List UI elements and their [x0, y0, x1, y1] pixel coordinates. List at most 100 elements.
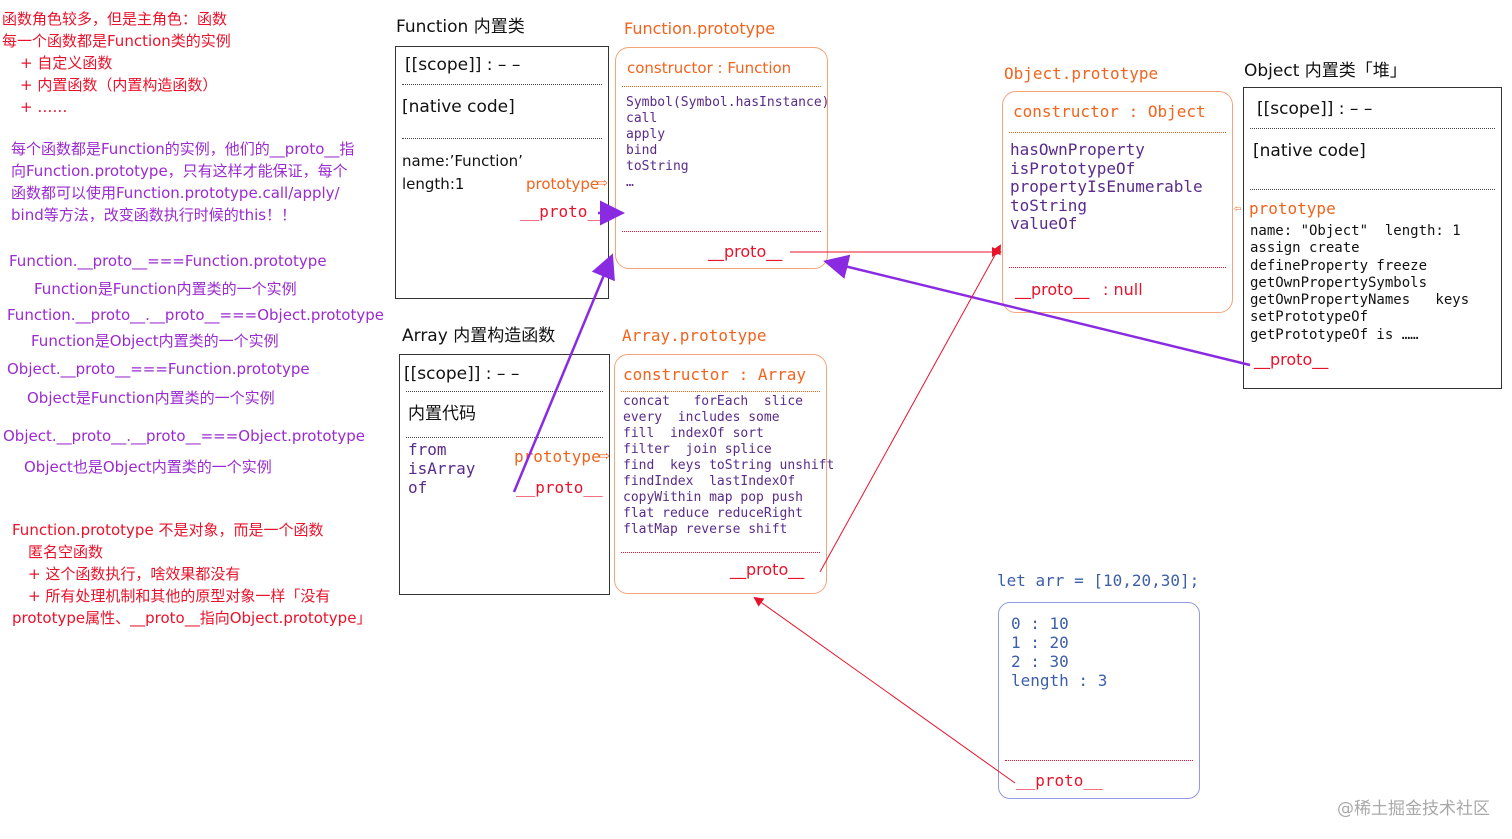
scope-label: [[scope]] : – –: [404, 364, 520, 384]
entry-item: 1 : 20: [1011, 633, 1069, 652]
note-line: + 所有处理机制和其他的原型对象一样「没有: [28, 587, 331, 605]
method-item: apply: [626, 127, 666, 142]
note-line: + 这个函数执行，啥效果都没有: [28, 565, 241, 583]
divider: [402, 138, 602, 139]
entry-item: length : 3: [1011, 671, 1108, 690]
method-item: hasOwnProperty: [1010, 140, 1145, 159]
native-code-label: [native code]: [402, 97, 515, 117]
scope-label: [[scope]] : – –: [1257, 99, 1373, 119]
divider: [622, 231, 821, 232]
note-line: 每一个函数都是Function类的实例: [2, 32, 231, 50]
length-prop: length:1: [402, 175, 465, 193]
static-item: of: [408, 478, 428, 497]
equation-note: Function是Object内置类的一个实例: [31, 332, 279, 350]
static-item: setPrototypeOf: [1250, 309, 1369, 326]
method-item: copyWithin map pop push: [623, 490, 804, 505]
divider: [622, 86, 821, 87]
native-code-label: [native code]: [1253, 141, 1366, 161]
divider: [1250, 189, 1495, 190]
equation: Function.__proto__.__proto__===Object.pr…: [7, 306, 384, 324]
equation-note: Object是Function内置类的一个实例: [27, 389, 275, 407]
proto-label: __proto__: [1016, 771, 1103, 790]
static-item: assign create: [1250, 240, 1360, 257]
proto-null-value: : null: [1103, 280, 1143, 299]
method-item: bind: [626, 143, 658, 158]
arrow-arr-proto: [753, 596, 1016, 784]
arr-declaration: let arr = [10,20,30];: [997, 571, 1200, 590]
constructor-label: constructor : Object: [1013, 102, 1206, 121]
note-line: 向Function.prototype，只有这样才能保证，每个: [11, 162, 348, 180]
proto-label: __proto__: [516, 478, 603, 497]
constructor-label: constructor : Array: [623, 365, 807, 384]
array-class-title: Array 内置构造函数: [402, 326, 556, 346]
pointer-icon: ⇨: [597, 176, 608, 191]
note-line: + ……: [20, 98, 68, 116]
proto-label: __proto__: [708, 242, 783, 261]
equation-note: Function是Function内置类的一个实例: [34, 280, 297, 298]
object-class-title: Object 内置类「堆」: [1244, 61, 1407, 81]
divider: [1005, 760, 1193, 761]
proto-label: __proto__: [730, 560, 805, 579]
equation: Object.__proto__===Function.prototype: [7, 360, 310, 378]
entry-item: 0 : 10: [1011, 614, 1069, 633]
equation: Object.__proto__.__proto__===Object.prot…: [3, 427, 366, 445]
proto-label: __proto__: [1015, 280, 1090, 299]
static-item: getPrototypeOf is ……: [1250, 326, 1419, 343]
static-item: getOwnPropertyNames keys: [1250, 292, 1470, 309]
prototype-label: prototype: [514, 447, 601, 466]
method-item: Symbol(Symbol.hasInstance): [626, 95, 830, 110]
equation-note: Object也是Object内置类的一个实例: [24, 458, 272, 476]
function-prototype-box: constructor : Function Symbol(Symbol.has…: [615, 47, 830, 269]
method-item: call: [626, 111, 658, 126]
note-line: 函数都可以使用Function.prototype.call/apply/: [11, 184, 340, 202]
static-item: getOwnPropertySymbols: [1250, 274, 1428, 291]
method-item: toString: [626, 159, 689, 174]
object-class-box: [[scope]] : – – [native code] ⇦ prototyp…: [1234, 87, 1502, 389]
arrow-array-prototype-proto: [819, 244, 1001, 573]
method-item: propertyIsEnumerable: [1010, 177, 1203, 196]
scope-label: [[scope]] : – –: [405, 55, 521, 75]
divider: [406, 391, 603, 392]
array-prototype-box: constructor : Array concat forEach slice…: [614, 354, 834, 594]
note-line: 每个函数都是Function的实例，他们的__proto__指: [11, 140, 355, 158]
constructor-label: constructor : Function: [627, 59, 792, 77]
divider: [1009, 132, 1226, 133]
method-item: flatMap reverse shift: [623, 522, 788, 537]
function-class-box: [[scope]] : – – [native code] name:’Func…: [395, 46, 609, 299]
method-item: find keys toString unshift: [623, 458, 835, 473]
method-item: valueOf: [1010, 214, 1078, 233]
array-prototype-title: Array.prototype: [622, 326, 767, 345]
note-line: + 自定义函数: [20, 54, 113, 72]
entry-item: 2 : 30: [1011, 652, 1069, 671]
divider: [402, 84, 602, 85]
method-item: flat reduce reduceRight: [623, 506, 804, 521]
static-item: from: [408, 440, 447, 459]
note-line: bind等方法，改变函数执行时候的this！！: [11, 206, 297, 224]
pointer-icon: ⇦: [1234, 201, 1242, 215]
divider: [1009, 267, 1226, 268]
note-line: Function.prototype 不是对象，而是一个函数: [12, 521, 324, 539]
method-item: findIndex lastIndexOf: [623, 474, 796, 489]
function-class-title: Function 内置类: [396, 17, 525, 37]
static-item: name: "Object" length: 1: [1250, 223, 1461, 239]
method-item: toString: [1010, 195, 1088, 215]
method-item: concat forEach slice: [623, 394, 804, 409]
note-line: prototype属性、__proto__指向Object.prototype」: [12, 609, 372, 627]
pointer-icon: ⇨: [599, 449, 610, 464]
builtin-code-label: 内置代码: [408, 404, 476, 424]
divider: [621, 391, 820, 392]
method-item: fill indexOf sort: [623, 426, 764, 441]
note-line: + 内置函数（内置构造函数）: [20, 76, 218, 94]
note-line: 函数角色较多，但是主角色：函数: [2, 10, 228, 28]
watermark: @稀土掘金技术社区: [1337, 799, 1490, 819]
divider: [1250, 128, 1495, 129]
